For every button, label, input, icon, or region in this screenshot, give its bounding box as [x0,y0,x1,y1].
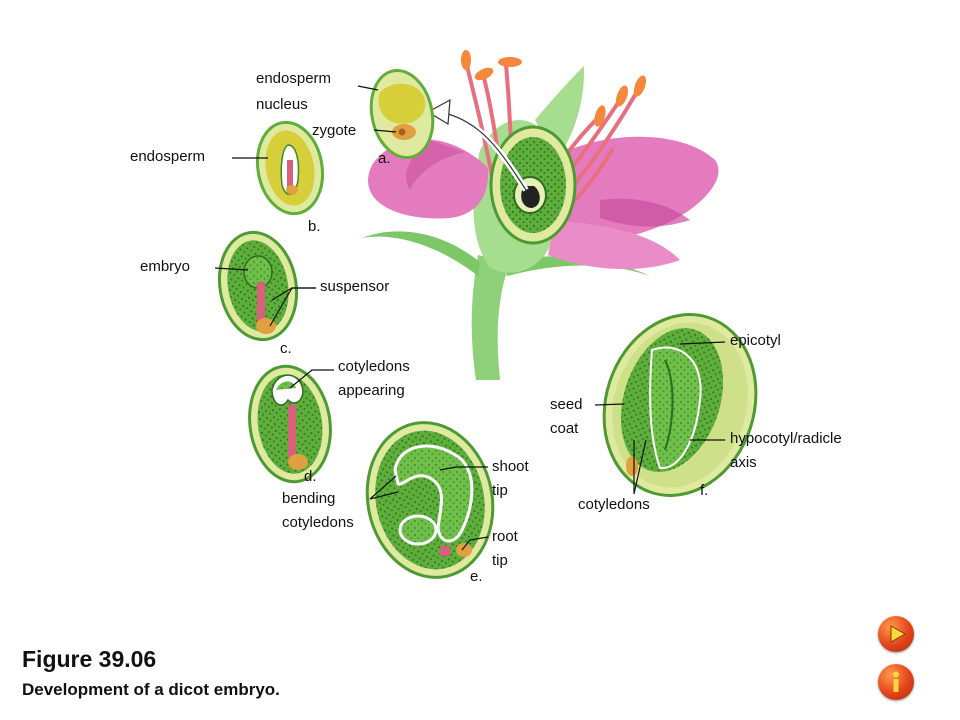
figure-title: Figure 39.06 [22,646,157,672]
flower-stem [471,255,510,380]
seed-stage-c [217,230,299,342]
leaf-right [505,256,650,276]
petal-right-lower [548,220,680,270]
info-button[interactable] [878,664,914,700]
anthers [461,50,647,127]
seed-stage-f [602,313,758,497]
seed-stage-e [365,421,495,579]
ovule-embryo-sac [521,186,540,208]
play-icon [890,625,907,643]
leaf-left [362,231,480,276]
petal-right-fold [600,198,690,227]
play-button[interactable] [878,616,914,652]
seed-stage-a [369,69,435,159]
info-icon [893,671,899,692]
leader-lines [214,85,726,551]
petal-left [368,139,489,219]
flower-illustration [362,50,719,380]
seed-stage-b [255,120,325,216]
seed-stage-d [248,364,332,484]
arrow-head [426,98,451,126]
figure-caption: Development of a dicot embryo. [22,680,280,699]
